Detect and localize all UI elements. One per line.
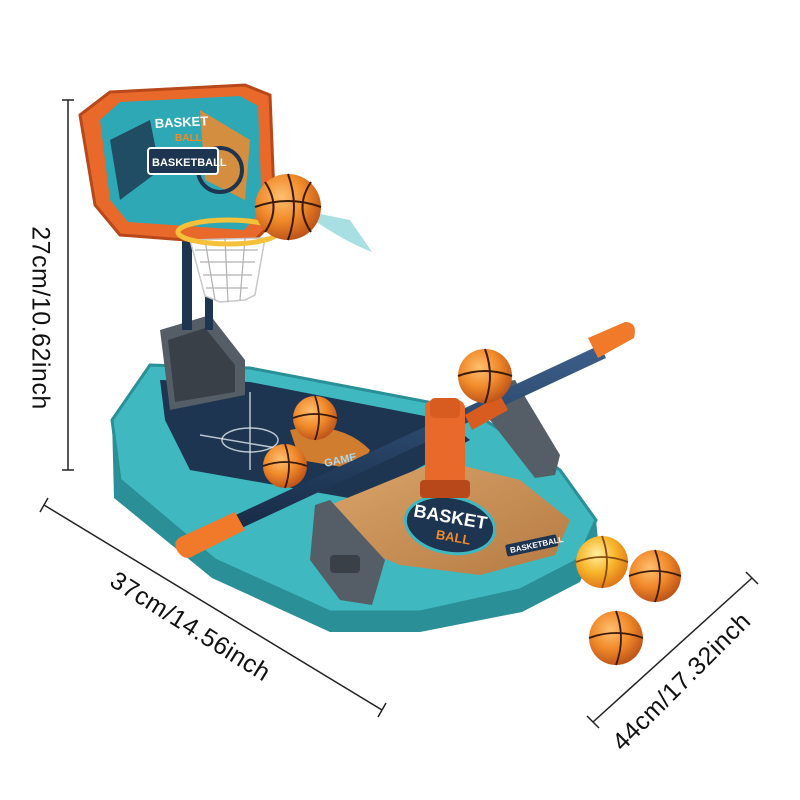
loose-balls [575,535,682,666]
backboard-sign: BASKETBALL [152,157,227,169]
flying-ball [254,173,372,252]
hoop-tower [160,230,245,410]
svg-text:BALL: BALL [435,527,472,548]
loose-ball-orange-bottom [588,610,644,666]
shooter-figure [420,395,508,498]
height-dimension-label: 27cm/10.62inch [26,226,55,410]
court-balls [262,395,338,489]
backboard: BASKET BALL BASKETBALL [78,83,277,247]
control-rod [175,322,635,558]
backboard-logo-bottom: BALL [175,133,202,144]
loose-ball-yellow [575,535,629,589]
width-dimension-line [43,504,383,711]
rod-handle-left [175,512,245,558]
dimension-lines [39,99,759,729]
backboard-logo-top: BASKET [154,113,208,131]
shooter-ball [457,348,513,404]
rod-handle-right [588,322,635,358]
depth-dimension-line [592,577,753,723]
loose-ball-orange-right [628,549,682,603]
